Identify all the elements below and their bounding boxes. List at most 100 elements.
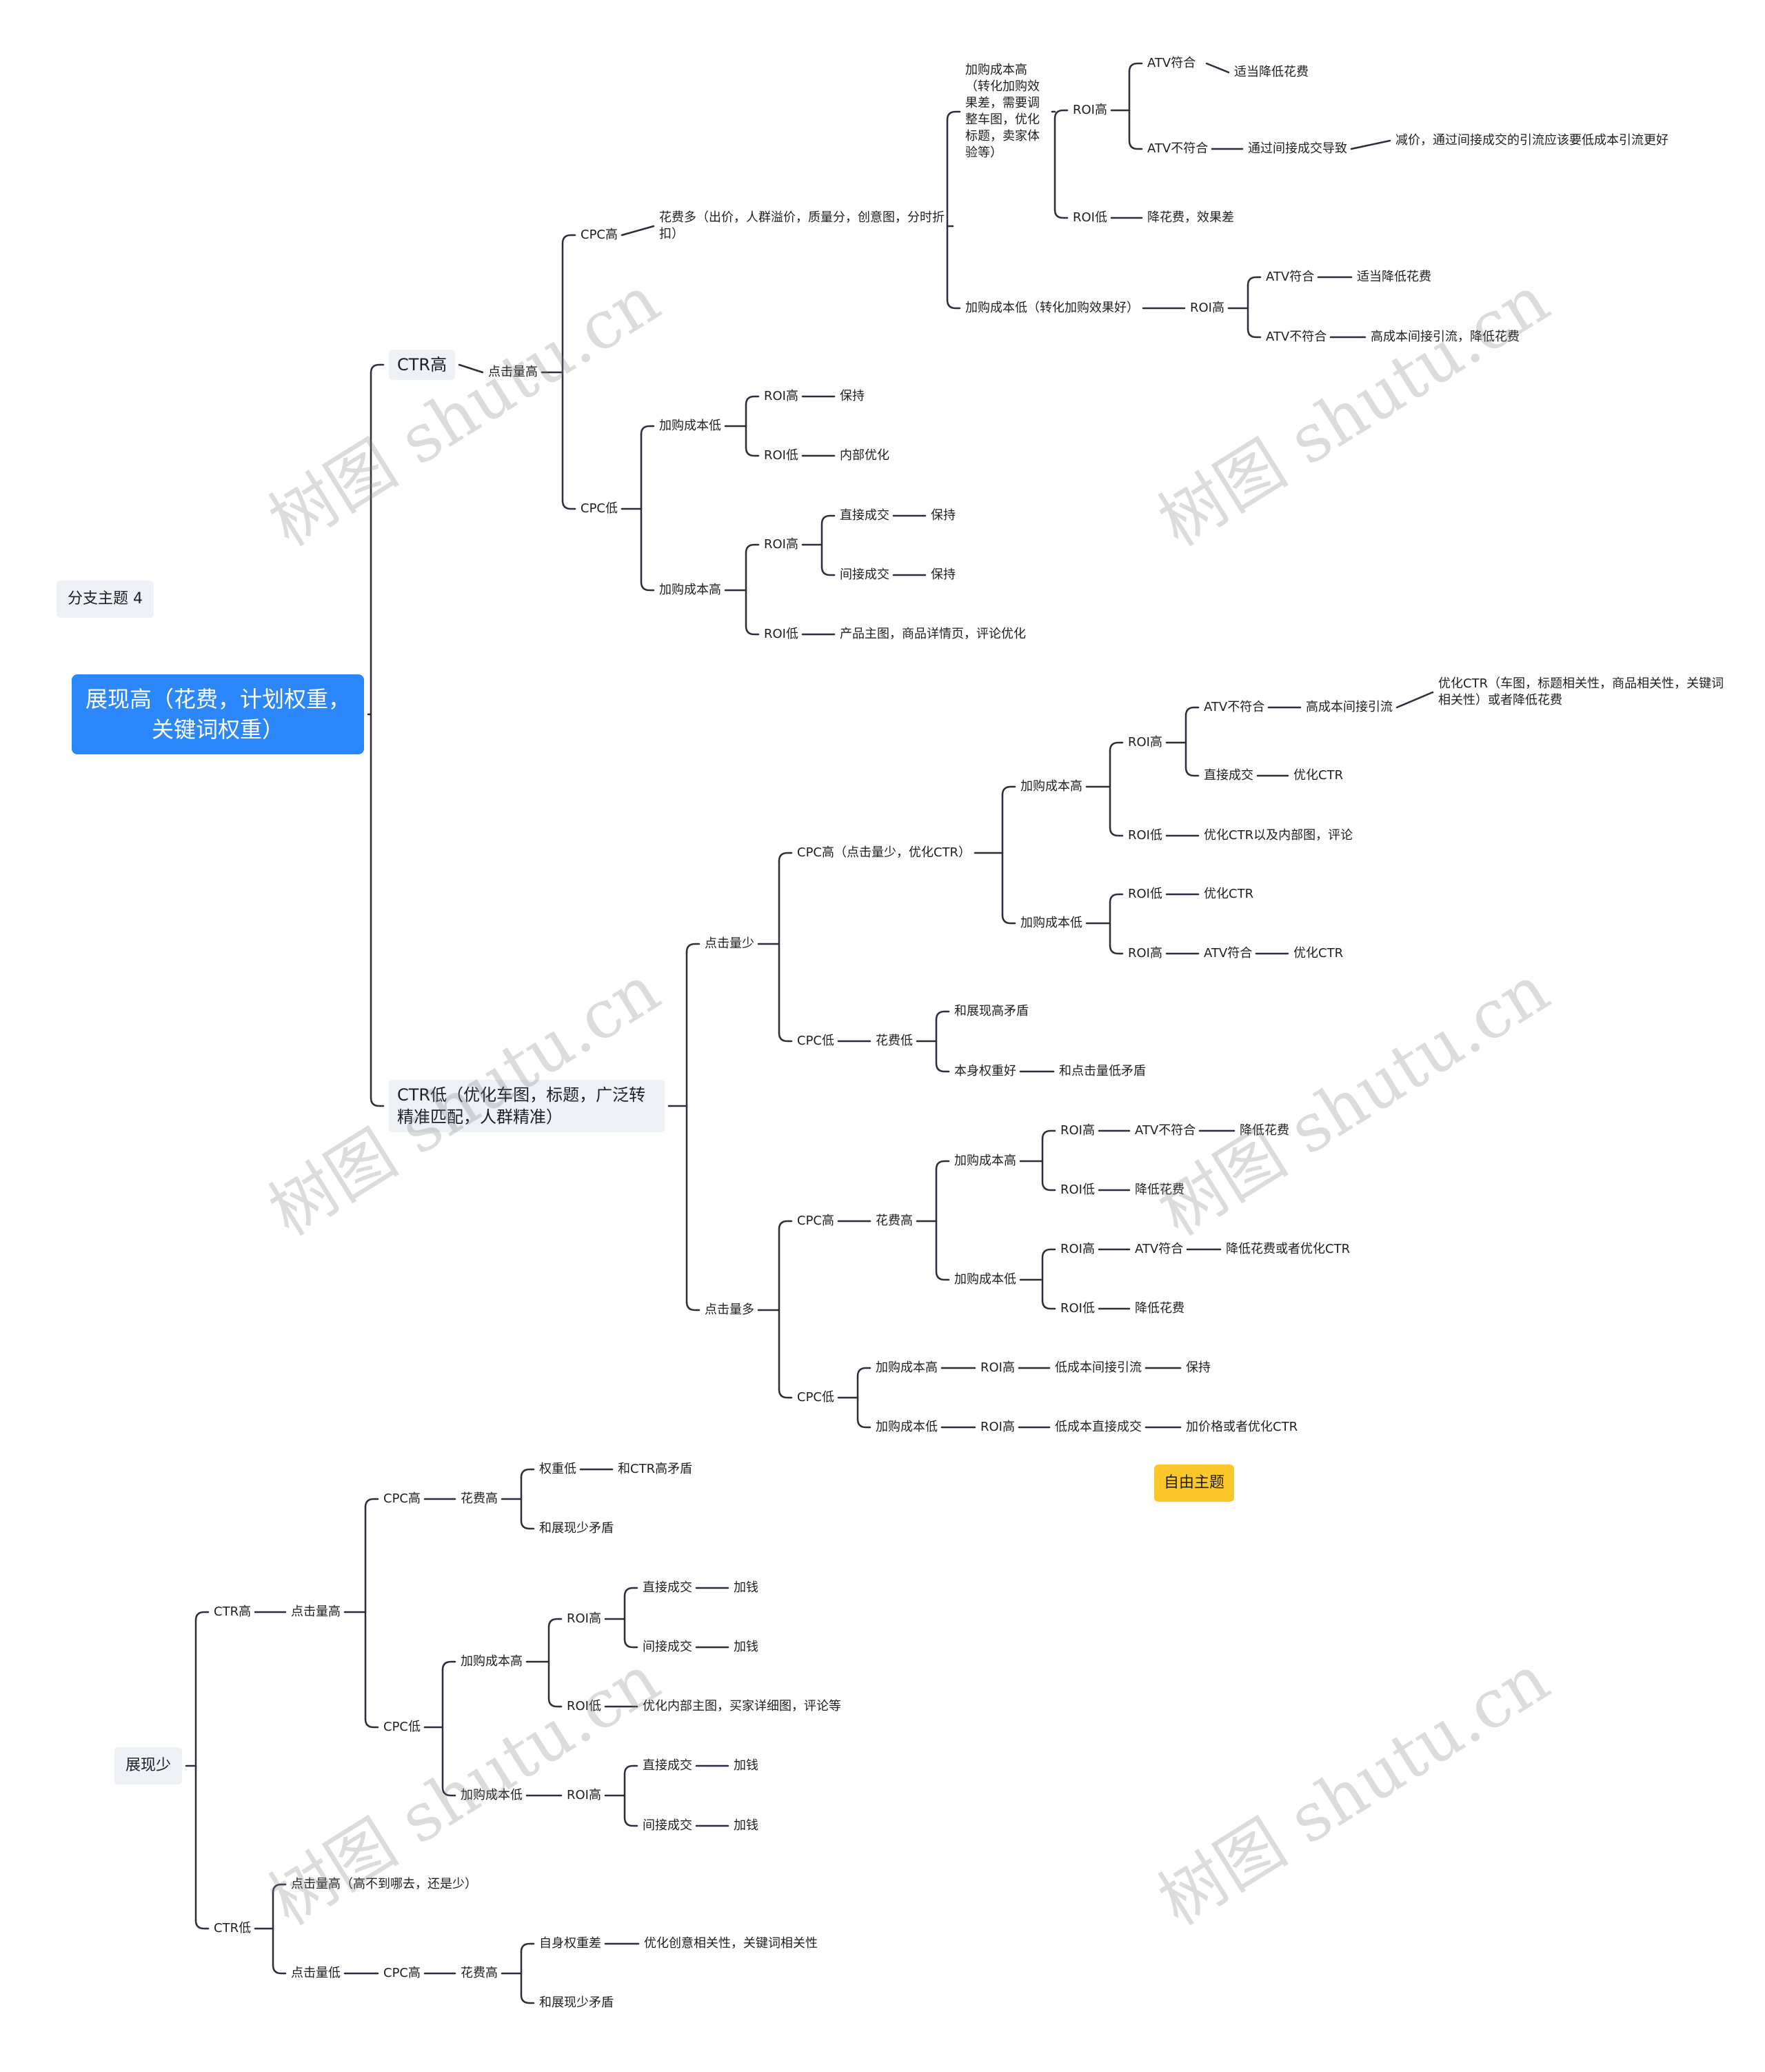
topic-node[interactable]: 加购成本低 xyxy=(659,419,721,433)
topic-node[interactable]: CPC高 xyxy=(797,1214,834,1228)
topic-node[interactable]: ROI高 xyxy=(764,537,798,552)
topic-node[interactable]: 间接成交 xyxy=(643,1640,692,1654)
topic-node[interactable]: 加购成本低 xyxy=(1020,916,1082,930)
topic-node[interactable]: ROI高 xyxy=(764,389,798,403)
topic-node[interactable]: ROI低 xyxy=(764,448,798,463)
topic-node[interactable]: 和展现高矛盾 xyxy=(954,1004,1029,1018)
topic-node[interactable]: 和展现少矛盾 xyxy=(539,1995,614,2010)
topic-node[interactable]: CPC低 xyxy=(383,1720,421,1734)
topic-node[interactable]: 保持 xyxy=(931,567,956,582)
topic-node[interactable]: 花费多（出价，人群溢价，质量分，创意图，分时折扣） xyxy=(659,210,945,241)
topic-node[interactable]: ROI高 xyxy=(1060,1123,1095,1138)
topic-node[interactable]: 内部优化 xyxy=(840,448,889,463)
topic-node[interactable]: ROI高 xyxy=(980,1420,1015,1434)
topic-node[interactable]: ATV不符合 xyxy=(1147,141,1209,156)
free-topic[interactable]: 自由主题 xyxy=(1154,1465,1235,1502)
topic-node[interactable]: CPC高 xyxy=(581,228,618,242)
topic-node[interactable]: CTR高 xyxy=(214,1605,252,1619)
topic-node[interactable]: CPC低 xyxy=(797,1034,834,1048)
topic-node[interactable]: CTR低（优化车图，标题，广泛转精准匹配，人群精准） xyxy=(389,1080,665,1132)
topic-node[interactable]: 点击量少 xyxy=(705,936,754,951)
topic-node[interactable]: 产品主图，商品详情页，评论优化 xyxy=(840,627,1026,641)
topic-node[interactable]: ROI低 xyxy=(1128,887,1162,901)
topic-node[interactable]: 花费高 xyxy=(876,1214,913,1228)
topic-node[interactable]: 加购成本高 xyxy=(876,1360,938,1375)
topic-node[interactable]: ROI高 xyxy=(1128,735,1162,750)
topic-node[interactable]: 优化CTR以及内部图，评论 xyxy=(1204,828,1353,843)
topic-node[interactable]: 加购成本低（转化加购效果好） xyxy=(965,301,1139,315)
topic-node[interactable]: 加购成本高（转化加购效果差，需要调整车图，优化标题，卖家体验等） xyxy=(965,63,1040,160)
topic-node[interactable]: 高成本间接引流，降低花费 xyxy=(1371,330,1520,344)
topic-node[interactable]: ATV不符合 xyxy=(1204,700,1265,714)
topic-node[interactable]: 加钱 xyxy=(734,1640,758,1654)
topic-node[interactable]: 优化创意相关性，关键词相关性 xyxy=(644,1936,818,1951)
topic-node[interactable]: ATV符合 xyxy=(1204,946,1253,960)
topic-node[interactable]: CPC高 xyxy=(383,1966,421,1980)
topic-node[interactable]: 直接成交 xyxy=(643,1758,692,1773)
topic-node[interactable]: ATV不符合 xyxy=(1266,330,1327,344)
topic-node[interactable]: 适当降低花费 xyxy=(1234,65,1309,79)
topic-node[interactable]: CPC高 xyxy=(383,1491,421,1506)
topic-node[interactable]: 间接成交 xyxy=(840,567,889,582)
topic-node[interactable]: ROI低 xyxy=(1060,1183,1095,1197)
topic-node[interactable]: 降低花费或者优化CTR xyxy=(1226,1242,1351,1256)
topic-node[interactable]: ROI低 xyxy=(764,627,798,641)
topic-node[interactable]: 优化内部主图，买家详细图，评论等 xyxy=(643,1699,841,1713)
topic-node[interactable]: 点击量高（高不到哪去，还是少） xyxy=(291,1877,477,1891)
topic-node[interactable]: 和点击量低矛盾 xyxy=(1059,1064,1146,1078)
topic-node[interactable]: 间接成交 xyxy=(643,1818,692,1833)
topic-node[interactable]: 减价，通过间接成交的引流应该要低成本引流更好 xyxy=(1395,133,1668,148)
topic-node[interactable]: 和CTR高矛盾 xyxy=(618,1462,693,1476)
topic-node[interactable]: 点击量低 xyxy=(291,1966,341,1980)
topic-node[interactable]: ROI低 xyxy=(1060,1301,1095,1316)
topic-node[interactable]: ROI高 xyxy=(1190,301,1224,315)
topic-node[interactable]: 保持 xyxy=(931,508,956,523)
topic-node[interactable]: ROI低 xyxy=(1073,210,1107,225)
topic-node[interactable]: 点击量高 xyxy=(291,1605,341,1619)
topic-node[interactable]: 通过间接成交导致 xyxy=(1248,141,1347,156)
topic-node[interactable]: 降低花费 xyxy=(1135,1301,1184,1316)
topic-node[interactable]: CTR低 xyxy=(214,1921,252,1935)
topic-node[interactable]: 优化CTR xyxy=(1293,768,1344,783)
topic-node[interactable]: 低成本直接成交 xyxy=(1055,1420,1142,1434)
topic-node[interactable]: 点击量高 xyxy=(488,365,538,379)
topic-node[interactable]: 保持 xyxy=(1186,1360,1211,1375)
topic-node[interactable]: 花费高 xyxy=(461,1966,498,1980)
topic-node[interactable]: ROI高 xyxy=(1128,946,1162,960)
topic-node[interactable]: CPC高（点击量少，优化CTR） xyxy=(797,845,971,860)
topic-node[interactable]: 加钱 xyxy=(734,1758,758,1773)
topic-node[interactable]: 加购成本低 xyxy=(954,1272,1016,1287)
topic-node[interactable]: 适当降低花费 xyxy=(1357,270,1431,284)
topic-node[interactable]: 直接成交 xyxy=(643,1580,692,1595)
topic-node[interactable]: ROI低 xyxy=(1128,828,1162,843)
topic-node[interactable]: 加钱 xyxy=(734,1580,758,1595)
topic-node[interactable]: 展现少 xyxy=(114,1747,183,1784)
topic-node[interactable]: 降低花费 xyxy=(1240,1123,1289,1138)
topic-node[interactable]: 花费低 xyxy=(876,1034,913,1048)
topic-node[interactable]: 加购成本低 xyxy=(876,1420,938,1434)
topic-node[interactable]: 展现高（花费，计划权重，关键词权重） xyxy=(72,674,364,754)
topic-node[interactable]: 和展现少矛盾 xyxy=(539,1521,614,1536)
topic-node[interactable]: 优化CTR xyxy=(1204,887,1254,901)
topic-node[interactable]: ATV符合 xyxy=(1147,56,1196,70)
topic-node[interactable]: 加购成本高 xyxy=(461,1654,523,1669)
topic-node[interactable]: ROI高 xyxy=(1060,1242,1095,1256)
topic-node[interactable]: 加购成本高 xyxy=(954,1154,1016,1168)
topic-node[interactable]: 保持 xyxy=(840,389,865,403)
topic-node[interactable]: ATV不符合 xyxy=(1135,1123,1196,1138)
topic-node[interactable]: 直接成交 xyxy=(840,508,889,523)
topic-node[interactable]: 本身权重好 xyxy=(954,1064,1016,1078)
topic-node[interactable]: ROI高 xyxy=(567,1788,601,1802)
topic-node[interactable]: 低成本间接引流 xyxy=(1055,1360,1142,1375)
topic-node[interactable]: ATV符合 xyxy=(1266,270,1315,284)
topic-node[interactable]: ROI高 xyxy=(980,1360,1015,1375)
topic-node[interactable]: ATV符合 xyxy=(1135,1242,1184,1256)
topic-node[interactable]: 加购成本高 xyxy=(659,583,721,597)
topic-node[interactable]: 自身权重差 xyxy=(539,1936,601,1951)
topic-node[interactable]: 降低花费 xyxy=(1135,1183,1184,1197)
topic-node[interactable]: 优化CTR（车图，标题相关性，商品相关性，关键词相关性）或者降低花费 xyxy=(1438,676,1724,707)
topic-node[interactable]: 优化CTR xyxy=(1293,946,1344,960)
topic-node[interactable]: ROI高 xyxy=(567,1611,601,1626)
topic-node[interactable]: ROI高 xyxy=(1073,103,1107,117)
topic-node[interactable]: 加钱 xyxy=(734,1818,758,1833)
